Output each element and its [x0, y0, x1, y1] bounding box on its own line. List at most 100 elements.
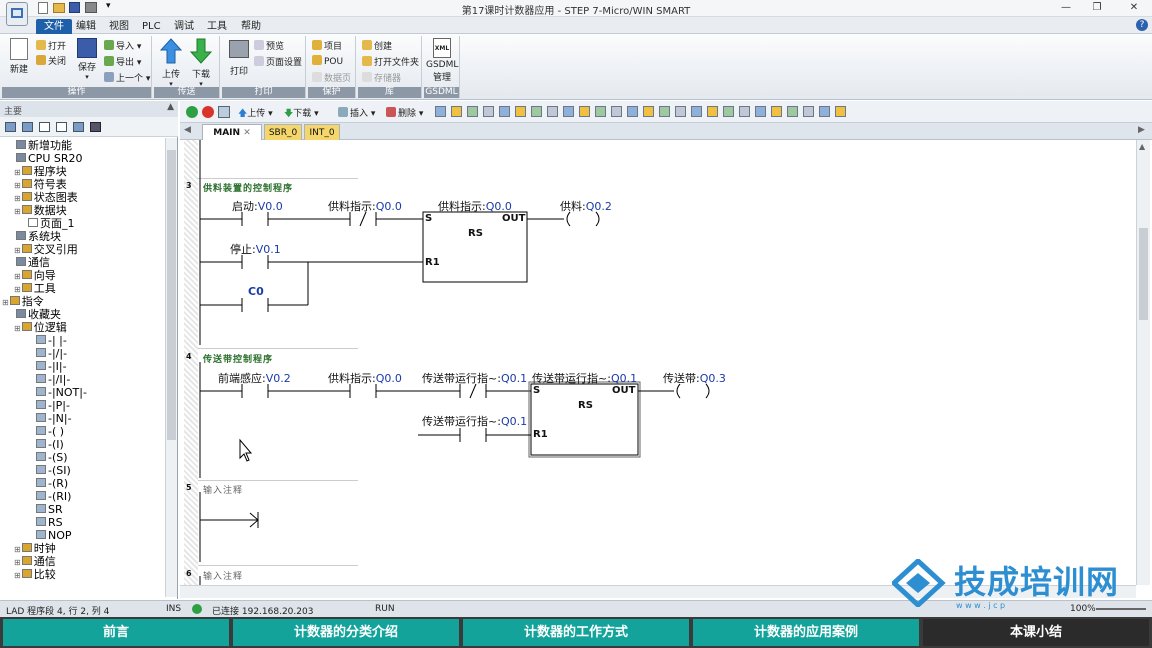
toolbar-tool-icon[interactable]: [707, 106, 718, 117]
editor-scroll-thumb[interactable]: [1139, 228, 1148, 320]
open-icon[interactable]: [53, 3, 65, 13]
tree-item[interactable]: -(I): [36, 438, 165, 451]
tree-item[interactable]: 系统块: [16, 230, 165, 243]
tree-item[interactable]: 收藏夹: [16, 308, 165, 321]
toolbar-tool-icon[interactable]: [611, 106, 622, 117]
tree-item[interactable]: ⊞状态图表: [14, 191, 165, 204]
app-logo-icon[interactable]: [6, 2, 28, 26]
toolbar-tool-icon[interactable]: [787, 106, 798, 117]
stop-icon[interactable]: [202, 106, 214, 118]
tab-scroll-left-icon[interactable]: ◀: [184, 125, 191, 135]
expand-icon[interactable]: ⊞: [14, 207, 21, 216]
n4-rs-box-label[interactable]: 传送带运行指~:Q0.1: [532, 372, 638, 385]
tree-item[interactable]: ⊞工具: [14, 282, 165, 295]
tree-item[interactable]: RS: [36, 516, 165, 529]
scroll-up-icon[interactable]: ▲: [1139, 142, 1146, 151]
expand-icon[interactable]: ⊞: [14, 168, 21, 177]
n4-contact-belt-run-no-label[interactable]: 传送带运行指~:Q0.1: [422, 415, 528, 428]
n3-rs-box-label[interactable]: 供料指示:Q0.0: [438, 200, 512, 213]
network-3-comment[interactable]: 供料装置的控制程序: [203, 184, 294, 194]
tab-tools[interactable]: 工具: [207, 21, 227, 32]
tree-item[interactable]: ⊞比较: [14, 568, 165, 581]
compile-icon[interactable]: [218, 106, 230, 118]
nav-preface[interactable]: 前言: [3, 619, 229, 646]
toolbar-tool-icon[interactable]: [595, 106, 606, 117]
tree-item[interactable]: ⊞向导: [14, 269, 165, 282]
tree-item[interactable]: -|/I|-: [36, 373, 165, 386]
toolbar-tool-icon[interactable]: [771, 106, 782, 117]
tree-item[interactable]: -(R): [36, 477, 165, 490]
n4-coil-belt-label[interactable]: 传送带:Q0.3: [663, 372, 726, 385]
tree-item[interactable]: ⊞符号表: [14, 178, 165, 191]
toolbar-tool-icon[interactable]: [515, 106, 526, 117]
tab-close-icon[interactable]: ✕: [243, 128, 251, 138]
network-4-comment[interactable]: 传送带控制程序: [203, 355, 274, 365]
upload-button[interactable]: 上传▾: [158, 38, 184, 88]
tree-item[interactable]: -|I|-: [36, 360, 165, 373]
tab-int0[interactable]: INT_0: [304, 124, 340, 140]
memory-button[interactable]: 存储器: [362, 71, 401, 84]
open-button[interactable]: 打开: [36, 39, 66, 52]
gsdml-manage-button[interactable]: XML GSDML 管理: [426, 38, 458, 83]
n4-contact-belt-run-nc-label[interactable]: 传送带运行指~:Q0.1: [422, 372, 528, 385]
network-5-comment[interactable]: 输入注释: [203, 486, 244, 496]
tree-item[interactable]: -|P|-: [36, 399, 165, 412]
create-library-button[interactable]: 创建: [362, 39, 392, 52]
toolbar-tool-icon[interactable]: [435, 106, 446, 117]
tree-item[interactable]: ⊞程序块: [14, 165, 165, 178]
tree-item[interactable]: ⊞位逻辑: [14, 321, 165, 334]
toolbar-tool-icon[interactable]: [803, 106, 814, 117]
tab-edit[interactable]: 编辑: [76, 21, 96, 32]
tree-tool-3-icon[interactable]: [39, 122, 50, 132]
tree-item[interactable]: -(S): [36, 451, 165, 464]
tab-plc[interactable]: PLC: [142, 21, 161, 32]
network-6-comment[interactable]: 输入注释: [203, 572, 244, 582]
toolbar-upload-button[interactable]: 🡅上传 ▾: [238, 109, 273, 119]
download-button[interactable]: 下载▾: [188, 38, 214, 88]
tree-tool-4-icon[interactable]: [56, 122, 67, 132]
tab-file[interactable]: 文件: [36, 19, 72, 34]
n3-contact-stop-label[interactable]: 停止:V0.1: [230, 243, 281, 256]
zoom-slider[interactable]: [1096, 608, 1146, 610]
print-icon[interactable]: [85, 2, 97, 13]
tree-item[interactable]: ⊞通信: [14, 555, 165, 568]
toolbar-tool-icon[interactable]: [691, 106, 702, 117]
toolbar-tool-icon[interactable]: [819, 106, 830, 117]
page-setup-button[interactable]: 页面设置: [254, 55, 302, 68]
n4-contact-feed-indicator-label[interactable]: 供料指示:Q0.0: [328, 372, 402, 385]
open-folder-button[interactable]: 打开文件夹: [362, 55, 419, 68]
toolbar-insert-button[interactable]: 插入 ▾: [338, 106, 375, 119]
preview-button[interactable]: 预览: [254, 39, 284, 52]
toolbar-tool-icon[interactable]: [563, 106, 574, 117]
minimize-button[interactable]: —: [1061, 2, 1071, 13]
tree-item[interactable]: SR: [36, 503, 165, 516]
run-icon[interactable]: [186, 106, 198, 118]
tree-item[interactable]: 页面_1: [28, 217, 165, 230]
expand-icon[interactable]: ⊞: [14, 272, 21, 281]
toolbar-tool-icon[interactable]: [739, 106, 750, 117]
tree-item[interactable]: NOP: [36, 529, 165, 542]
tree-item[interactable]: ⊞交叉引用: [14, 243, 165, 256]
help-icon[interactable]: ?: [1136, 19, 1148, 31]
tree-item[interactable]: -( ): [36, 425, 165, 438]
pou-protect-button[interactable]: POU: [312, 55, 343, 67]
expand-icon[interactable]: ⊞: [14, 558, 21, 567]
close-button[interactable]: ✕: [1129, 2, 1139, 13]
toolbar-tool-icon[interactable]: [499, 106, 510, 117]
nav-counter-operation[interactable]: 计数器的工作方式: [463, 619, 689, 646]
n3-contact-start-label[interactable]: 启动:V0.0: [232, 200, 283, 213]
editor-vertical-scrollbar[interactable]: ▲: [1136, 140, 1150, 585]
n3-coil-feed-label[interactable]: 供料:Q0.2: [560, 200, 612, 213]
tree-item[interactable]: ⊞指令: [2, 295, 165, 308]
toolbar-tool-icon[interactable]: [451, 106, 462, 117]
n4-contact-front-sensor-label[interactable]: 前端感应:V0.2: [218, 372, 291, 385]
new-icon[interactable]: [38, 2, 48, 14]
tree-item[interactable]: -|/|-: [36, 347, 165, 360]
toolbar-tool-icon[interactable]: [483, 106, 494, 117]
tree-scroll-thumb[interactable]: [167, 150, 176, 440]
tree-item[interactable]: -| |-: [36, 334, 165, 347]
import-button[interactable]: 导入 ▾: [104, 39, 141, 52]
tree-tool-2-icon[interactable]: [22, 122, 33, 132]
export-button[interactable]: 导出 ▾: [104, 55, 141, 68]
tab-help[interactable]: 帮助: [241, 21, 261, 32]
